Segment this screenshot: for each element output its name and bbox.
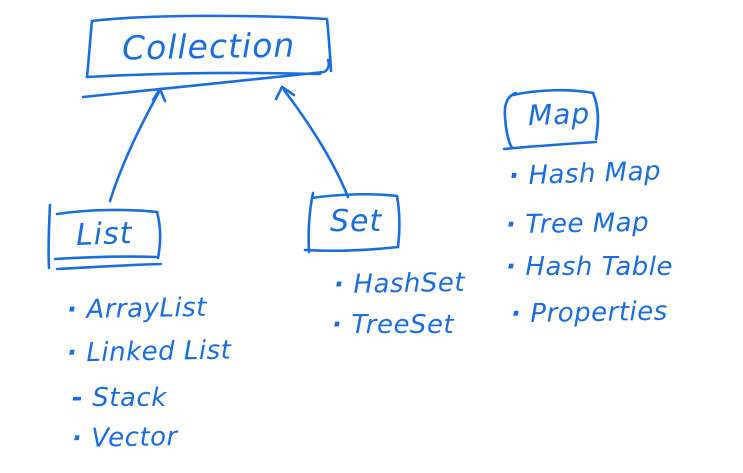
item-label: Stack: [92, 383, 167, 413]
map-item-hash-table: · Hash Table: [506, 254, 673, 280]
map-item-tree-map: · Tree Map: [505, 207, 650, 241]
item-label: HashSet: [353, 267, 466, 300]
bullet-icon: ·: [508, 161, 520, 192]
list-underline: [55, 262, 163, 271]
node-label-list: List: [75, 216, 134, 253]
collection-box: [85, 14, 333, 79]
item-label: Hash Table: [525, 252, 673, 282]
collection-flourish-underline: [81, 58, 331, 99]
list-item-vector: · Vector: [71, 422, 179, 454]
bullet-icon: ·: [505, 210, 517, 241]
list-box: [47, 203, 162, 270]
bullet-icon: ·: [66, 295, 78, 326]
item-label: Linked List: [86, 335, 232, 369]
bullet-icon: ·: [332, 310, 343, 340]
item-label: Properties: [530, 296, 669, 330]
item-label: Vector: [91, 422, 179, 454]
item-label: Hash Map: [527, 156, 662, 191]
item-label: Tree Map: [525, 207, 650, 240]
item-label: ArrayList: [86, 292, 208, 325]
arrow-list-to-collection: [108, 87, 167, 203]
map-box: [503, 88, 600, 150]
bullet-icon: ·: [71, 423, 83, 454]
set-box: [303, 191, 401, 254]
node-label-map: Map: [527, 96, 591, 133]
bullet-icon: ·: [510, 299, 522, 330]
map-item-hash-map: ·Hash Map: [508, 156, 662, 192]
arrow-set-to-collection: [274, 85, 350, 199]
bullet-icon: -: [72, 383, 84, 413]
map-underline: [502, 140, 598, 151]
set-item-treeset: · TreeSet: [332, 312, 454, 338]
item-label: TreeSet: [351, 310, 455, 340]
list-item-stack: -Stack: [72, 385, 167, 411]
set-item-hashset: ·HashSet: [333, 267, 466, 301]
list-item-linked-list: · Linked List: [66, 335, 232, 369]
node-label-collection: Collection: [121, 25, 296, 68]
bullet-icon: ·: [506, 252, 517, 282]
map-item-properties: · Properties: [510, 296, 669, 330]
list-item-arraylist: · ArrayList: [66, 292, 208, 326]
node-label-set: Set: [330, 204, 383, 239]
bullet-icon: ·: [333, 269, 345, 301]
bullet-icon: ·: [66, 338, 78, 369]
